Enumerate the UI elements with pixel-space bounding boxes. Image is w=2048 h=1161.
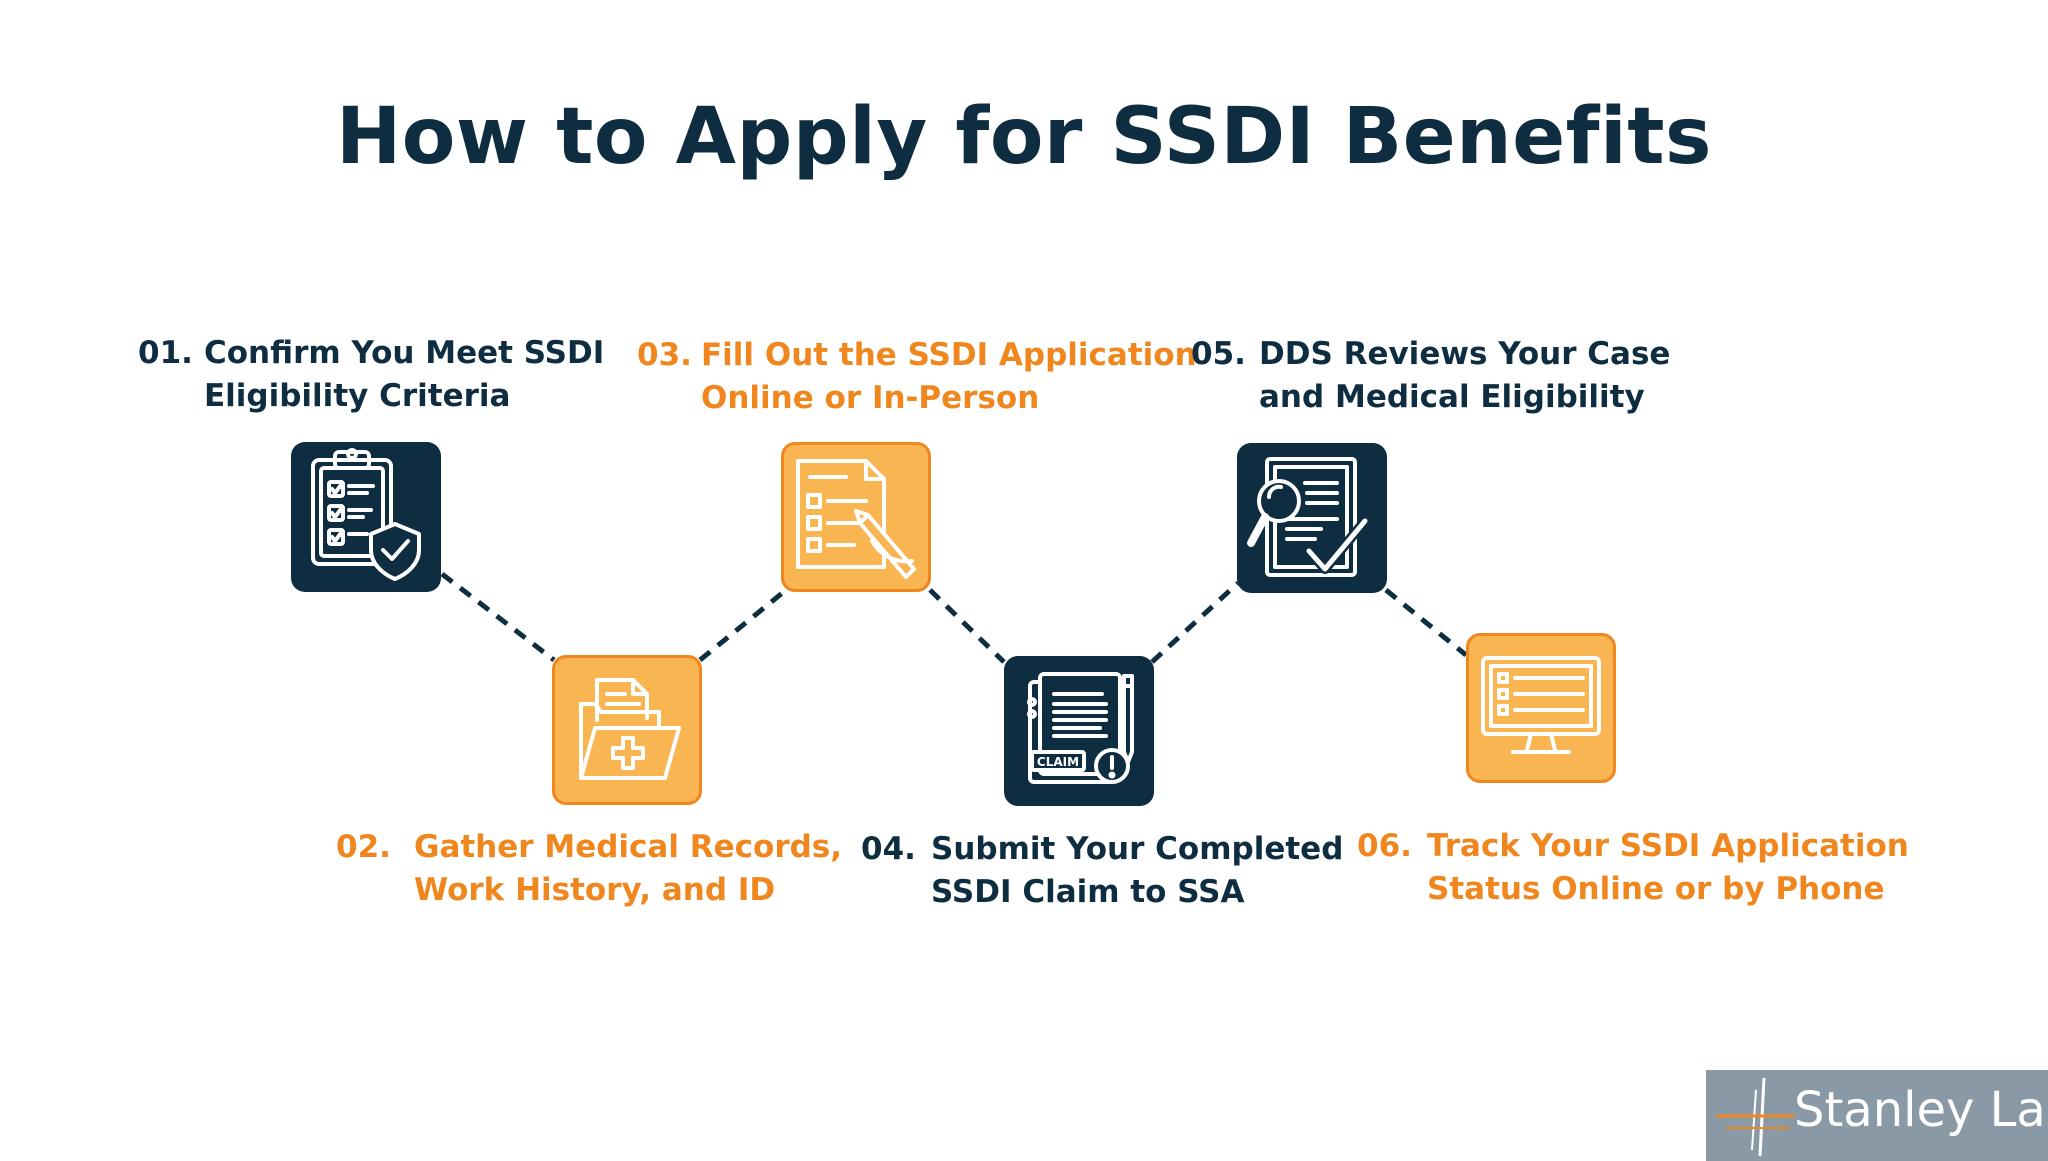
step-number: 04. [861,831,916,867]
step-title-line: Confirm You Meet SSDI [204,335,605,371]
document-magnifier-check-icon [1237,443,1387,593]
step-number: 05. [1191,336,1246,372]
step-title-line: and Medical Eligibility [1259,379,1645,415]
step-title-line: Work History, and ID [414,872,776,908]
step-01-label: 01. Confirm You Meet SSDI Eligibility Cr… [138,332,604,418]
step-number: 01. [138,335,193,371]
medical-folder-icon [552,655,702,805]
step-title-line: Status Online or by Phone [1427,871,1885,907]
step-06-label: 06. Track Your SSDI Application Status O… [1357,825,1909,911]
connector-5-6 [1384,588,1468,657]
step-02-label: 02. Gather Medical Records, Work History… [336,826,842,912]
logo-mark-icon [1716,1077,1794,1157]
connector-3-4 [928,588,1006,664]
claim-document-icon: CLAIM [1004,656,1154,806]
clipboard-checklist-shield-icon [291,442,441,592]
step-number: 02. [336,829,391,865]
step-title-line: Fill Out the SSDI Application [701,337,1197,373]
page-title: How to Apply for SSDI Benefits [336,92,1712,182]
step-05-label: 05. DDS Reviews Your Case and Medical El… [1191,333,1670,419]
step-number: 03. [637,337,692,373]
step-number: 06. [1357,828,1412,864]
connector-4-5 [1150,581,1240,664]
monitor-checklist-icon [1466,633,1616,783]
step-title-line: Eligibility Criteria [204,378,511,414]
step-title-line: DDS Reviews Your Case [1259,336,1671,372]
step-03-label: 03. Fill Out the SSDI Application Online… [637,334,1197,420]
step-04-label: 04. Submit Your Completed SSDI Claim to … [861,828,1343,914]
step-title-line: Gather Medical Records, [414,829,843,865]
step-title-line: SSDI Claim to SSA [931,874,1245,910]
stanley-law-logo[interactable]: Stanley Law [1706,1070,2048,1161]
connector-1-2 [440,572,556,662]
connector-2-3 [698,588,788,662]
step-title-line: Online or In-Person [701,380,1040,416]
step-title-line: Submit Your Completed [931,831,1344,867]
logo-text: Stanley Law [1794,1082,2048,1138]
form-with-pen-icon [781,442,931,592]
step-title-line: Track Your SSDI Application [1427,828,1909,864]
claim-badge-text: CLAIM [1037,755,1079,769]
